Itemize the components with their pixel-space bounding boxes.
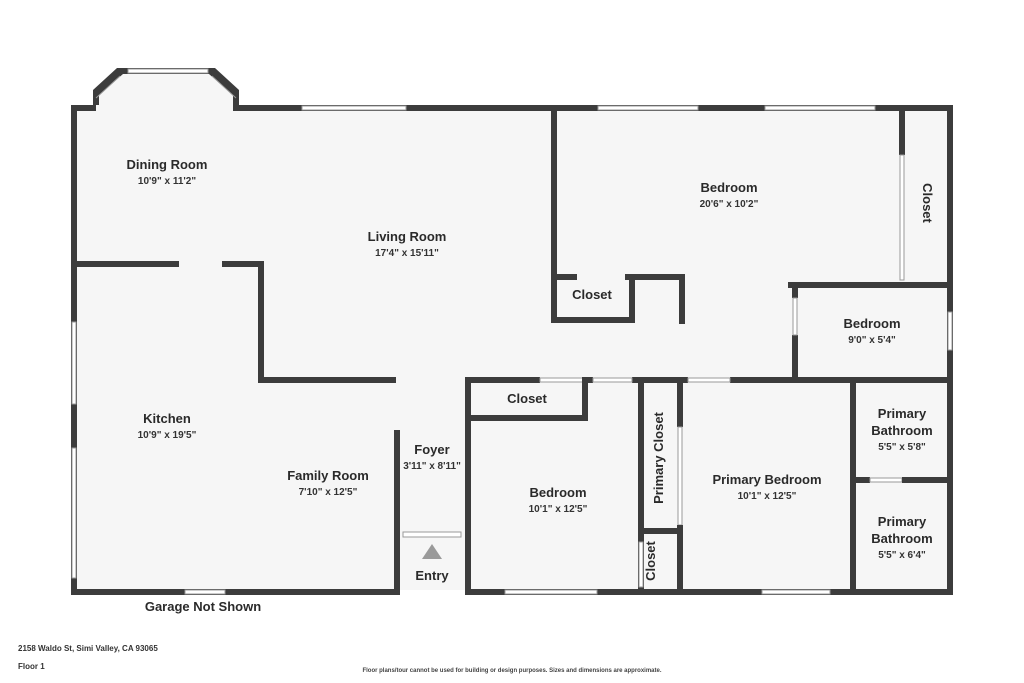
svg-text:Bedroom: Bedroom bbox=[700, 180, 757, 195]
svg-text:Dining Room: Dining Room bbox=[127, 157, 208, 172]
windows bbox=[71, 68, 953, 595]
room-bedroom-small: Bedroom 9'0" x 5'4" bbox=[843, 316, 900, 346]
svg-text:7'10" x 12'5": 7'10" x 12'5" bbox=[299, 487, 358, 498]
room-family: Family Room 7'10" x 12'5" bbox=[287, 468, 369, 498]
window-bottom-kitchen bbox=[184, 589, 226, 595]
room-primary-bedroom: Primary Bedroom 10'1" x 12'5" bbox=[712, 472, 821, 502]
room-bedroom-mid: Bedroom 10'1" x 12'5" bbox=[529, 485, 588, 515]
svg-text:20'6" x 10'2": 20'6" x 10'2" bbox=[700, 199, 759, 210]
room-foyer: Foyer 3'11" x 8'11" bbox=[403, 442, 461, 472]
svg-text:10'1" x 12'5": 10'1" x 12'5" bbox=[738, 491, 797, 502]
svg-text:10'9" x 19'5": 10'9" x 19'5" bbox=[138, 430, 197, 441]
svg-text:Closet: Closet bbox=[643, 540, 658, 580]
svg-text:Family Room: Family Room bbox=[287, 468, 369, 483]
window-top-bedroom-1 bbox=[597, 105, 699, 111]
room-closet-bottom: Closet bbox=[643, 540, 658, 580]
window-top-bedroom-2 bbox=[764, 105, 876, 111]
room-primary-closet: Primary Closet bbox=[651, 411, 666, 503]
svg-text:17'4" x 15'11": 17'4" x 15'11" bbox=[375, 248, 439, 259]
room-primary-bath-1: Primary Bathroom 5'5" x 5'8" bbox=[871, 406, 932, 453]
disclaimer-text: Floor plans/tour cannot be used for buil… bbox=[362, 668, 661, 674]
svg-text:Primary Closet: Primary Closet bbox=[651, 411, 666, 503]
room-dining: Dining Room 10'9" x 11'2" bbox=[127, 157, 208, 187]
svg-text:Closet: Closet bbox=[920, 183, 935, 223]
svg-text:9'0" x 5'4": 9'0" x 5'4" bbox=[848, 335, 896, 346]
window-bedroom-small-right bbox=[947, 311, 953, 351]
svg-text:Living Room: Living Room bbox=[368, 229, 447, 244]
room-kitchen: Kitchen 10'9" x 19'5" bbox=[138, 411, 197, 441]
svg-text:Closet: Closet bbox=[507, 391, 547, 406]
garage-label: Garage Not Shown bbox=[145, 599, 261, 614]
window-family-left bbox=[71, 447, 77, 579]
floor-area bbox=[76, 72, 950, 590]
room-primary-bath-2: Primary Bathroom 5'5" x 6'4" bbox=[871, 514, 932, 561]
room-closet-mid: Closet bbox=[507, 391, 547, 406]
svg-text:Primary: Primary bbox=[878, 514, 927, 529]
svg-text:Bedroom: Bedroom bbox=[529, 485, 586, 500]
room-closet-small: Closet bbox=[572, 287, 612, 302]
floor-label: Floor 1 bbox=[18, 662, 45, 671]
svg-text:5'5" x 6'4": 5'5" x 6'4" bbox=[878, 550, 926, 561]
svg-text:Foyer: Foyer bbox=[414, 442, 449, 457]
svg-text:Kitchen: Kitchen bbox=[143, 411, 191, 426]
entry-arrow-icon bbox=[422, 544, 442, 559]
window-bay-top bbox=[127, 68, 209, 74]
entry-label: Entry bbox=[415, 568, 449, 583]
svg-text:Bathroom: Bathroom bbox=[871, 423, 932, 438]
svg-text:Primary: Primary bbox=[878, 406, 927, 421]
svg-text:3'11" x 8'11": 3'11" x 8'11" bbox=[403, 461, 461, 472]
svg-text:Bedroom: Bedroom bbox=[843, 316, 900, 331]
svg-text:10'9" x 11'2": 10'9" x 11'2" bbox=[138, 176, 196, 187]
svg-text:Primary Bedroom: Primary Bedroom bbox=[712, 472, 821, 487]
window-bottom-bedroom bbox=[504, 589, 598, 595]
svg-text:5'5" x 5'8": 5'5" x 5'8" bbox=[878, 442, 926, 453]
window-top-living bbox=[301, 105, 407, 111]
window-kitchen-left bbox=[71, 321, 77, 405]
address-text: 2158 Waldo St, Simi Valley, CA 93065 bbox=[18, 644, 158, 653]
room-closet-right: Closet bbox=[920, 183, 935, 223]
svg-text:Bathroom: Bathroom bbox=[871, 531, 932, 546]
svg-text:10'1" x 12'5": 10'1" x 12'5" bbox=[529, 504, 588, 515]
svg-text:Closet: Closet bbox=[572, 287, 612, 302]
room-bedroom-top: Bedroom 20'6" x 10'2" bbox=[700, 180, 759, 210]
interior-walls bbox=[76, 110, 953, 595]
room-living: Living Room 17'4" x 15'11" bbox=[368, 229, 447, 259]
window-bottom-primary bbox=[761, 589, 831, 595]
